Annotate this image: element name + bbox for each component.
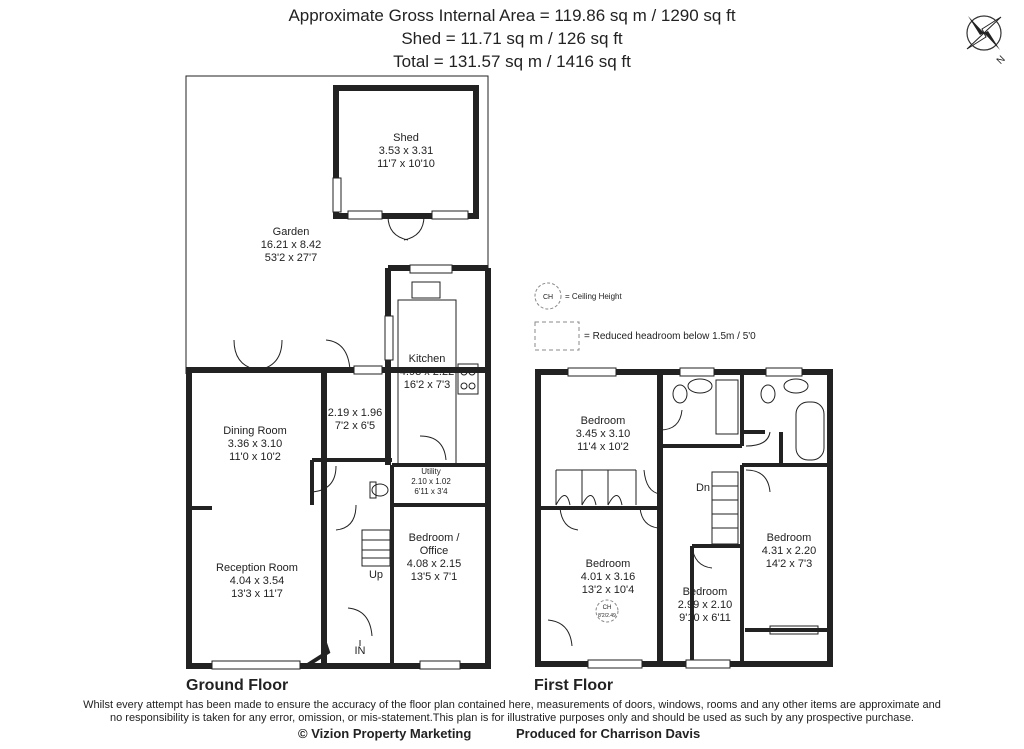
- bed2-imperial: 13'2 x 10'4: [582, 584, 635, 596]
- reception-metric: 4.04 x 3.54: [230, 575, 284, 587]
- office-metric: 4.08 x 2.15: [407, 558, 461, 570]
- garden-boundary: [185, 75, 489, 374]
- ceiling-height-marker-icon: [595, 599, 619, 623]
- kitchen-imperial: 16'2 x 7'3: [404, 379, 450, 391]
- hall-metric: 2.19 x 1.96: [328, 407, 382, 419]
- ground-floor-title: Ground Floor: [186, 677, 289, 694]
- area-line-shed: Shed = 11.71 sq m / 126 sq ft: [401, 29, 623, 48]
- stairs-up-label: Up: [369, 569, 383, 581]
- bed3-metric: 2.99 x 2.10: [678, 599, 732, 611]
- bed1-name: Bedroom: [581, 415, 626, 427]
- disclaimer-line-2: no responsibility is taken for any error…: [109, 712, 914, 724]
- bed1-metric: 3.45 x 3.10: [576, 428, 630, 440]
- bed3-name: Bedroom: [683, 586, 728, 598]
- compass-north-label: N: [995, 54, 1008, 67]
- bed2-name: Bedroom: [586, 558, 631, 570]
- ceiling-height-icon: [534, 282, 562, 310]
- shed-metric: 3.53 x 3.31: [379, 145, 433, 157]
- area-line-total: Total = 131.57 sq m / 1416 sq ft: [393, 52, 631, 71]
- area-line-internal: Approximate Gross Internal Area = 119.86…: [288, 6, 736, 25]
- entrance-label: IN: [355, 645, 366, 657]
- shed-walls: [333, 85, 479, 219]
- disclaimer-line-1: Whilst every attempt has been made to en…: [83, 699, 941, 711]
- utility-name: Utility: [421, 467, 441, 476]
- ch-marker-value: 8'2/2.49: [598, 613, 616, 619]
- bed2-metric: 4.01 x 3.16: [581, 571, 635, 583]
- copyright-text: © Vizion Property Marketing: [298, 726, 472, 741]
- utility-imperial: 6'11 x 3'4: [414, 487, 448, 496]
- bed4-metric: 4.31 x 2.20: [762, 545, 816, 557]
- garden-imperial: 53'2 x 27'7: [265, 252, 318, 264]
- dining-imperial: 11'0 x 10'2: [229, 451, 281, 463]
- hall-imperial: 7'2 x 6'5: [335, 420, 375, 432]
- kitchen-metric: 4.93 x 2.22: [400, 366, 454, 378]
- legend-ch-text: = Ceiling Height: [565, 292, 622, 301]
- first-floor-title: First Floor: [534, 677, 614, 694]
- legend-reduced-text: = Reduced headroom below 1.5m / 5'0: [584, 331, 756, 342]
- bed4-name: Bedroom: [767, 532, 812, 544]
- dining-metric: 3.36 x 3.10: [228, 438, 282, 450]
- ch-marker-label: CH: [603, 605, 612, 611]
- office-name-2: Office: [420, 545, 449, 557]
- compass-icon: [966, 15, 1002, 51]
- produced-for-text: Produced for Charrison Davis: [516, 726, 701, 741]
- kitchen-name: Kitchen: [409, 353, 446, 365]
- bed1-imperial: 11'4 x 10'2: [577, 441, 629, 453]
- utility-metric: 2.10 x 1.02: [411, 477, 451, 486]
- reception-imperial: 13'3 x 11'7: [231, 588, 283, 600]
- shed-imperial: 11'7 x 10'10: [377, 158, 435, 170]
- garden-name: Garden: [273, 226, 310, 238]
- reduced-headroom-icon: [534, 321, 580, 351]
- legend-ch-symbol: CH: [543, 294, 553, 301]
- office-imperial: 13'5 x 7'1: [411, 571, 457, 583]
- stairs-down-label: Dn: [696, 482, 710, 494]
- shed-name: Shed: [393, 132, 419, 144]
- bed4-imperial: 14'2 x 7'3: [766, 558, 812, 570]
- dining-reception-walls: [186, 367, 327, 669]
- reception-name: Reception Room: [216, 562, 298, 574]
- office-name-1: Bedroom /: [409, 532, 461, 544]
- dining-name: Dining Room: [223, 425, 287, 437]
- garden-metric: 16.21 x 8.42: [261, 239, 322, 251]
- bed3-imperial: 9'10 x 6'11: [679, 612, 731, 624]
